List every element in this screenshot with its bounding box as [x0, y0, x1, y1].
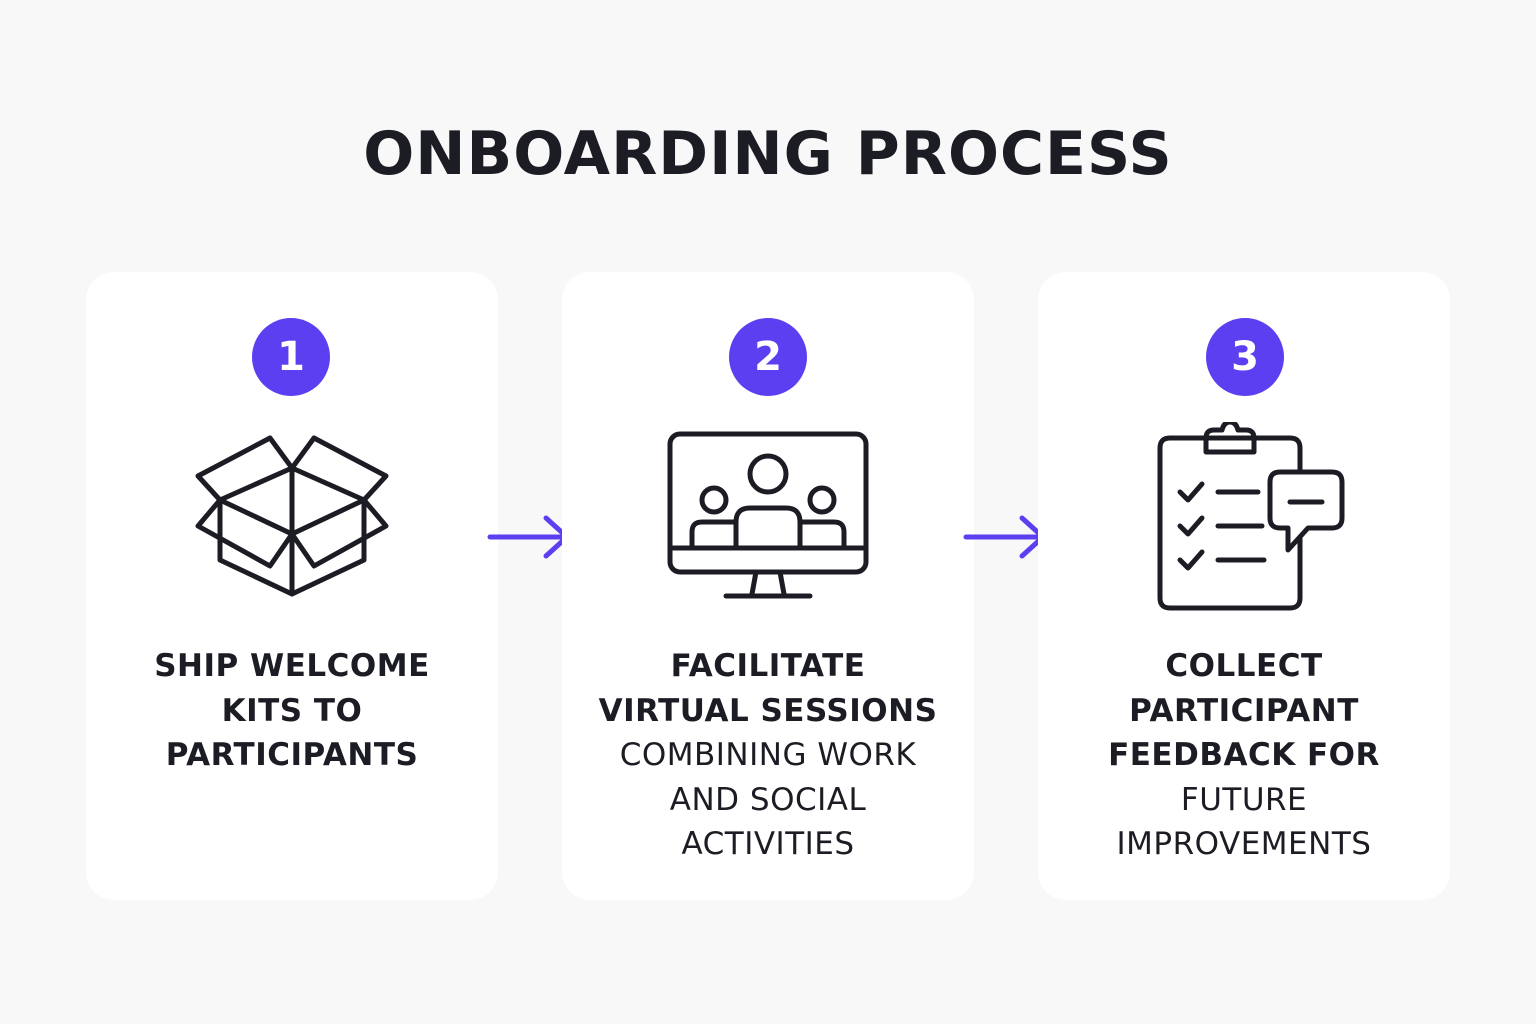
step-label-1-line-3: PARTICIPANTS	[165, 737, 419, 773]
step-label-2-line-1: FACILITATE	[670, 648, 866, 684]
step-label-1-line-1: SHIP WELCOME	[154, 648, 430, 684]
open-box-icon	[182, 422, 402, 612]
step-label-1: SHIP WELCOME KITS TO PARTICIPANTS	[106, 644, 478, 778]
step-label-3-line-5: IMPROVEMENTS	[1116, 826, 1372, 862]
step-label-2-line-2: VIRTUAL SESSIONS	[598, 692, 938, 729]
step-label-2: FACILITATE VIRTUAL SESSIONS COMBINING WO…	[582, 644, 954, 867]
step-label-2-line-3: COMBINING WORK	[619, 737, 917, 773]
step-number-badge-1: 1	[252, 318, 330, 396]
step-label-1-line-2: KITS TO	[221, 692, 363, 729]
step-label-3-line-3: FEEDBACK FOR	[1108, 737, 1380, 773]
step-label-3: COLLECT PARTICIPANT FEEDBACK FOR FUTURE …	[1058, 644, 1430, 867]
step-card-1: 1 SHIP WELCOME KITS TO PARTICIPANTS	[86, 272, 498, 900]
step-card-2: 2 FACILITATE VIRTUAL SESSIONS COMBINING …	[562, 272, 974, 900]
step-number-badge-3: 3	[1206, 318, 1284, 396]
clipboard-feedback-icon	[1134, 422, 1354, 612]
step-label-3-line-1: COLLECT	[1165, 648, 1323, 684]
step-card-3: 3 COLLECT PARTICIPANT FEEDBACK FOR FUTUR…	[1038, 272, 1450, 900]
arrow-right-icon	[486, 512, 572, 562]
step-label-3-line-4: FUTURE	[1180, 781, 1308, 818]
step-label-2-line-5: ACTIVITIES	[681, 826, 855, 862]
diagram-title: ONBOARDING PROCESS	[363, 119, 1173, 189]
step-number-badge-2: 2	[729, 318, 807, 396]
step-label-3-line-2: PARTICIPANT	[1129, 692, 1359, 729]
step-label-2-line-4: AND SOCIAL	[669, 781, 867, 818]
arrow-right-icon	[962, 512, 1048, 562]
video-conference-monitor-icon	[658, 422, 878, 612]
